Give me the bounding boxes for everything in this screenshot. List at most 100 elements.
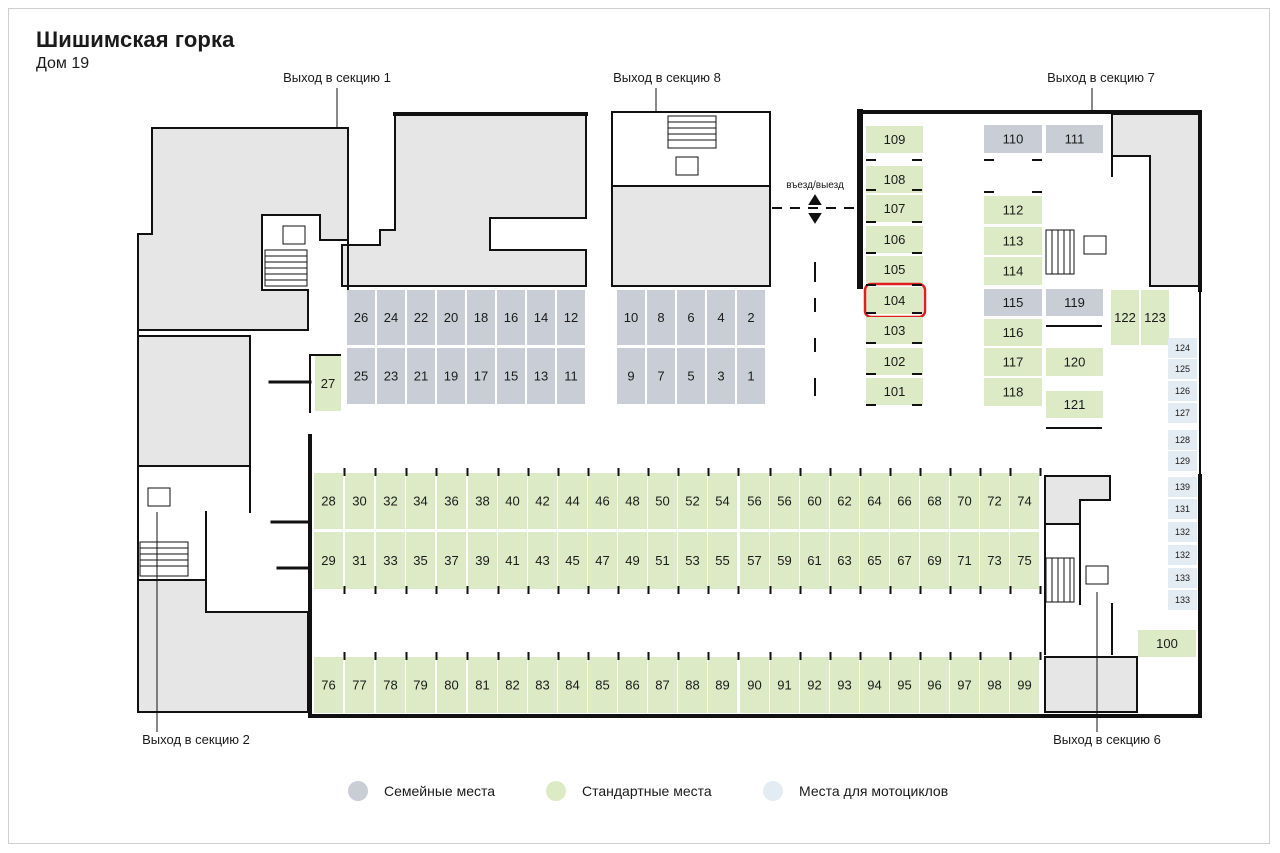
- parking-spot-124[interactable]: 124: [1168, 338, 1197, 358]
- parking-spot-97[interactable]: 97: [950, 657, 979, 713]
- parking-spot-77[interactable]: 77: [345, 657, 374, 713]
- parking-spot-63[interactable]: 63: [830, 532, 859, 589]
- parking-spot-139[interactable]: 139: [1168, 477, 1197, 497]
- parking-spot-62[interactable]: 62: [830, 473, 859, 529]
- parking-spot-127[interactable]: 127: [1168, 403, 1197, 423]
- parking-spot-113[interactable]: 113: [984, 227, 1042, 255]
- parking-spot-19[interactable]: 19: [437, 348, 465, 404]
- parking-spot-105[interactable]: 105: [866, 256, 923, 283]
- parking-spot-87[interactable]: 87: [648, 657, 677, 713]
- parking-spot-89[interactable]: 89: [708, 657, 737, 713]
- parking-spot-32[interactable]: 32: [376, 473, 405, 529]
- parking-spot-47[interactable]: 47: [588, 532, 617, 589]
- parking-spot-51[interactable]: 51: [648, 532, 677, 589]
- parking-spot-10[interactable]: 10: [617, 290, 645, 345]
- parking-spot-52[interactable]: 52: [678, 473, 707, 529]
- parking-spot-82[interactable]: 82: [498, 657, 527, 713]
- parking-spot-118[interactable]: 118: [984, 378, 1042, 406]
- parking-spot-9[interactable]: 9: [617, 348, 645, 404]
- parking-spot-71[interactable]: 71: [950, 532, 979, 589]
- parking-spot-78[interactable]: 78: [376, 657, 405, 713]
- parking-spot-83[interactable]: 83: [528, 657, 557, 713]
- parking-spot-92[interactable]: 92: [800, 657, 829, 713]
- parking-spot-49[interactable]: 49: [618, 532, 647, 589]
- parking-spot-65[interactable]: 65: [860, 532, 889, 589]
- parking-spot-115[interactable]: 115: [984, 289, 1042, 316]
- parking-spot-48[interactable]: 48: [618, 473, 647, 529]
- parking-spot-3[interactable]: 3: [707, 348, 735, 404]
- parking-spot-28[interactable]: 28: [314, 473, 343, 529]
- parking-spot-109[interactable]: 109: [866, 126, 923, 153]
- parking-spot-22[interactable]: 22: [407, 290, 435, 345]
- parking-spot-107[interactable]: 107: [866, 195, 923, 222]
- parking-spot-34[interactable]: 34: [406, 473, 435, 529]
- parking-spot-81[interactable]: 81: [468, 657, 497, 713]
- parking-spot-24[interactable]: 24: [377, 290, 405, 345]
- parking-spot-90[interactable]: 90: [740, 657, 769, 713]
- parking-spot-74[interactable]: 74: [1010, 473, 1039, 529]
- parking-spot-70[interactable]: 70: [950, 473, 979, 529]
- parking-spot-75[interactable]: 75: [1010, 532, 1039, 589]
- parking-spot-110[interactable]: 110: [984, 125, 1042, 153]
- parking-spot-66[interactable]: 66: [890, 473, 919, 529]
- parking-spot-79[interactable]: 79: [406, 657, 435, 713]
- parking-spot-23[interactable]: 23: [377, 348, 405, 404]
- parking-spot-129[interactable]: 129: [1168, 451, 1197, 471]
- parking-spot-122[interactable]: 122: [1111, 290, 1139, 345]
- parking-spot-96[interactable]: 96: [920, 657, 949, 713]
- parking-spot-53[interactable]: 53: [678, 532, 707, 589]
- parking-spot-132[interactable]: 132: [1168, 545, 1197, 565]
- parking-spot-72[interactable]: 72: [980, 473, 1009, 529]
- parking-spot-85[interactable]: 85: [588, 657, 617, 713]
- parking-spot-114[interactable]: 114: [984, 257, 1042, 285]
- parking-spot-100[interactable]: 100: [1138, 630, 1196, 657]
- parking-spot-5[interactable]: 5: [677, 348, 705, 404]
- parking-spot-121[interactable]: 121: [1046, 391, 1103, 418]
- parking-spot-8[interactable]: 8: [647, 290, 675, 345]
- parking-spot-76[interactable]: 76: [314, 657, 343, 713]
- parking-spot-123[interactable]: 123: [1141, 290, 1169, 345]
- parking-spot-17[interactable]: 17: [467, 348, 495, 404]
- parking-spot-13[interactable]: 13: [527, 348, 555, 404]
- parking-spot-57[interactable]: 57: [740, 532, 769, 589]
- parking-spot-44[interactable]: 44: [558, 473, 587, 529]
- parking-spot-45[interactable]: 45: [558, 532, 587, 589]
- parking-spot-30[interactable]: 30: [345, 473, 374, 529]
- parking-spot-61[interactable]: 61: [800, 532, 829, 589]
- parking-spot-126[interactable]: 126: [1168, 381, 1197, 401]
- parking-spot-132[interactable]: 132: [1168, 522, 1197, 542]
- parking-spot-68[interactable]: 68: [920, 473, 949, 529]
- parking-spot-84[interactable]: 84: [558, 657, 587, 713]
- parking-spot-33[interactable]: 33: [376, 532, 405, 589]
- parking-spot-41[interactable]: 41: [498, 532, 527, 589]
- parking-spot-91[interactable]: 91: [770, 657, 799, 713]
- parking-spot-103[interactable]: 103: [866, 317, 923, 344]
- parking-spot-14[interactable]: 14: [527, 290, 555, 345]
- parking-spot-111[interactable]: 111: [1046, 125, 1103, 153]
- parking-spot-95[interactable]: 95: [890, 657, 919, 713]
- parking-spot-116[interactable]: 116: [984, 319, 1042, 346]
- parking-spot-36[interactable]: 36: [437, 473, 466, 529]
- parking-spot-27[interactable]: 27: [315, 356, 341, 411]
- parking-spot-73[interactable]: 73: [980, 532, 1009, 589]
- parking-spot-101[interactable]: 101: [866, 378, 923, 405]
- parking-spot-104[interactable]: 104: [866, 287, 923, 314]
- parking-spot-25[interactable]: 25: [347, 348, 375, 404]
- parking-spot-60[interactable]: 60: [800, 473, 829, 529]
- parking-spot-133[interactable]: 133: [1168, 568, 1197, 588]
- parking-spot-119[interactable]: 119: [1046, 289, 1103, 316]
- parking-spot-86[interactable]: 86: [618, 657, 647, 713]
- parking-spot-56[interactable]: 56: [740, 473, 769, 529]
- parking-spot-128[interactable]: 128: [1168, 430, 1197, 450]
- parking-spot-11[interactable]: 11: [557, 348, 585, 404]
- parking-spot-18[interactable]: 18: [467, 290, 495, 345]
- parking-spot-102[interactable]: 102: [866, 348, 923, 375]
- parking-spot-94[interactable]: 94: [860, 657, 889, 713]
- parking-spot-112[interactable]: 112: [984, 196, 1042, 224]
- parking-spot-133[interactable]: 133: [1168, 590, 1197, 610]
- parking-spot-29[interactable]: 29: [314, 532, 343, 589]
- parking-spot-7[interactable]: 7: [647, 348, 675, 404]
- parking-spot-46[interactable]: 46: [588, 473, 617, 529]
- parking-spot-40[interactable]: 40: [498, 473, 527, 529]
- parking-spot-117[interactable]: 117: [984, 348, 1042, 376]
